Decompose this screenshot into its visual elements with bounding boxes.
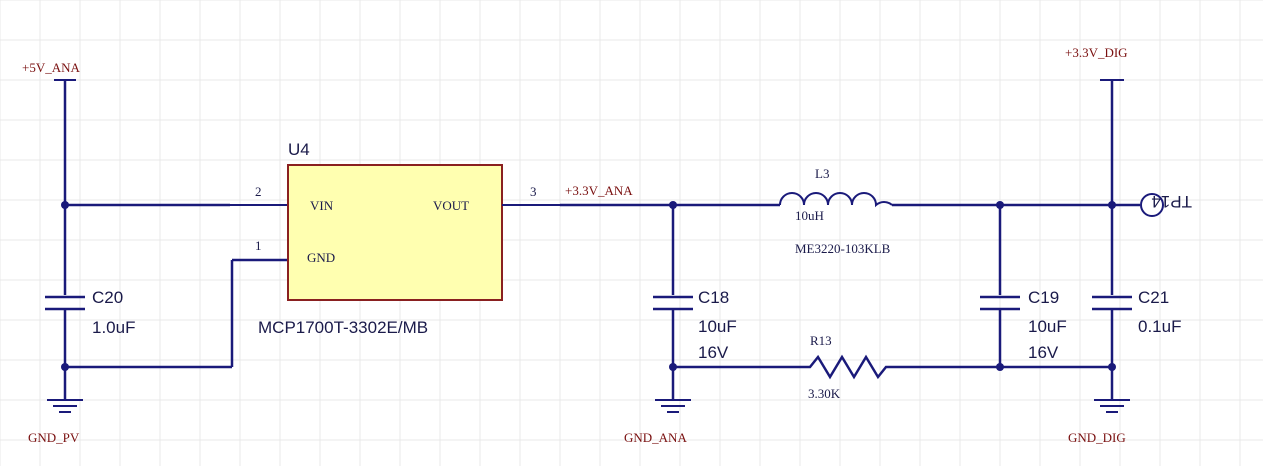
junction-dot: [1108, 363, 1116, 371]
r13-value: 3.30K: [808, 386, 841, 401]
c19-voltage: 16V: [1028, 343, 1059, 362]
u4-pin-vin: VIN: [310, 198, 334, 213]
net-label-33v-ana: +3.3V_ANA: [565, 183, 633, 198]
junction-dot: [996, 363, 1004, 371]
c20-ref: C20: [92, 288, 123, 307]
net-label-gnd-dig: GND_DIG: [1068, 430, 1126, 445]
u4-pin-num-3: 3: [530, 184, 537, 199]
c18-value: 10uF: [698, 317, 737, 336]
capacitor-c20[interactable]: C20 1.0uF: [45, 288, 135, 337]
c18-voltage: 16V: [698, 343, 729, 362]
c20-value: 1.0uF: [92, 318, 135, 337]
l3-part-number: ME3220-103KLB: [795, 241, 891, 256]
c21-ref: C21: [1138, 288, 1169, 307]
c19-value: 10uF: [1028, 317, 1067, 336]
resistor-r13[interactable]: R13 3.30K: [792, 333, 910, 401]
c21-value: 0.1uF: [1138, 317, 1181, 336]
l3-ref: L3: [815, 166, 829, 181]
c19-ref: C19: [1028, 288, 1059, 307]
u4-pin-num-2: 2: [255, 184, 262, 199]
power-port-33v-dig[interactable]: +3.3V_DIG: [1065, 45, 1128, 205]
junction-dot: [61, 363, 69, 371]
u4-pin-num-1: 1: [255, 238, 262, 253]
capacitor-c18[interactable]: C18 10uF 16V: [653, 288, 737, 362]
r13-ref: R13: [810, 333, 832, 348]
capacitor-c21[interactable]: C21 0.1uF: [1092, 288, 1181, 336]
ground-symbol-gnd-dig[interactable]: GND_DIG: [1068, 399, 1130, 445]
junction-dot: [61, 201, 69, 209]
u4-pin-vout: VOUT: [433, 198, 469, 213]
u4-pin-gnd: GND: [307, 250, 335, 265]
capacitor-c19[interactable]: C19 10uF 16V: [980, 288, 1067, 362]
net-label-gnd-pv: GND_PV: [28, 430, 80, 445]
u4-ref: U4: [288, 140, 310, 159]
power-port-5v-ana[interactable]: +5V_ANA: [22, 60, 80, 205]
ground-symbol-gnd-pv[interactable]: GND_PV: [28, 399, 83, 445]
ic-u4[interactable]: U4 VIN GND VOUT 2 1 3 MCP1700T-3302E/MB: [230, 140, 560, 337]
net-label-33v-dig: +3.3V_DIG: [1065, 45, 1128, 60]
inductor-l3[interactable]: L3 10uH ME3220-103KLB: [779, 166, 893, 256]
ground-symbol-gnd-ana[interactable]: GND_ANA: [624, 399, 691, 445]
tp14-ref: TP14: [1151, 192, 1192, 211]
u4-part-number: MCP1700T-3302E/MB: [258, 318, 428, 337]
l3-value: 10uH: [795, 208, 824, 223]
c18-ref: C18: [698, 288, 729, 307]
net-label-5v-ana: +5V_ANA: [22, 60, 80, 75]
net-label-gnd-ana: GND_ANA: [624, 430, 687, 445]
test-point-tp14[interactable]: TP14: [1140, 192, 1192, 217]
